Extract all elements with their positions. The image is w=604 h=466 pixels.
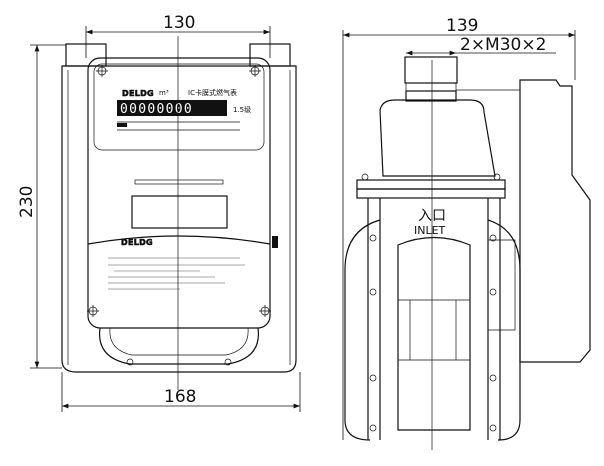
unit-label: m³	[159, 89, 169, 97]
svg-text:130: 130	[163, 13, 195, 33]
meter-body	[61, 65, 297, 373]
front-view: DELDG m³ IC卡膜式燃气表 00000000 1.5级 DELDG	[61, 36, 297, 390]
dimension-130: 130	[85, 13, 271, 58]
instruction-brand-logo: DELDG	[121, 238, 153, 247]
dimension-thread: 2×M30×2	[406, 35, 556, 56]
inlet-label-en: INLET	[414, 224, 446, 237]
svg-text:2×M30×2: 2×M30×2	[460, 35, 546, 55]
product-label: IC卡膜式燃气表	[188, 88, 237, 97]
inlet-nut	[404, 56, 458, 84]
card-window	[131, 195, 228, 229]
svg-text:230: 230	[17, 186, 37, 218]
screw-icon	[87, 65, 271, 317]
regulator-dome	[379, 99, 496, 177]
svg-text:139: 139	[446, 16, 478, 36]
dimension-139: 139	[342, 16, 576, 440]
side-view: 入口 INLET	[344, 56, 591, 450]
accuracy-class: 1.5级	[233, 105, 251, 114]
counter-window	[117, 100, 227, 116]
counter-digits: 00000000	[120, 102, 193, 117]
svg-text:168: 168	[164, 387, 196, 407]
brand-logo: DELDG	[122, 89, 154, 98]
dimension-230: 230	[17, 44, 66, 369]
side-panel	[519, 79, 591, 363]
dimension-168: 168	[61, 372, 301, 412]
front-panel	[87, 57, 271, 329]
